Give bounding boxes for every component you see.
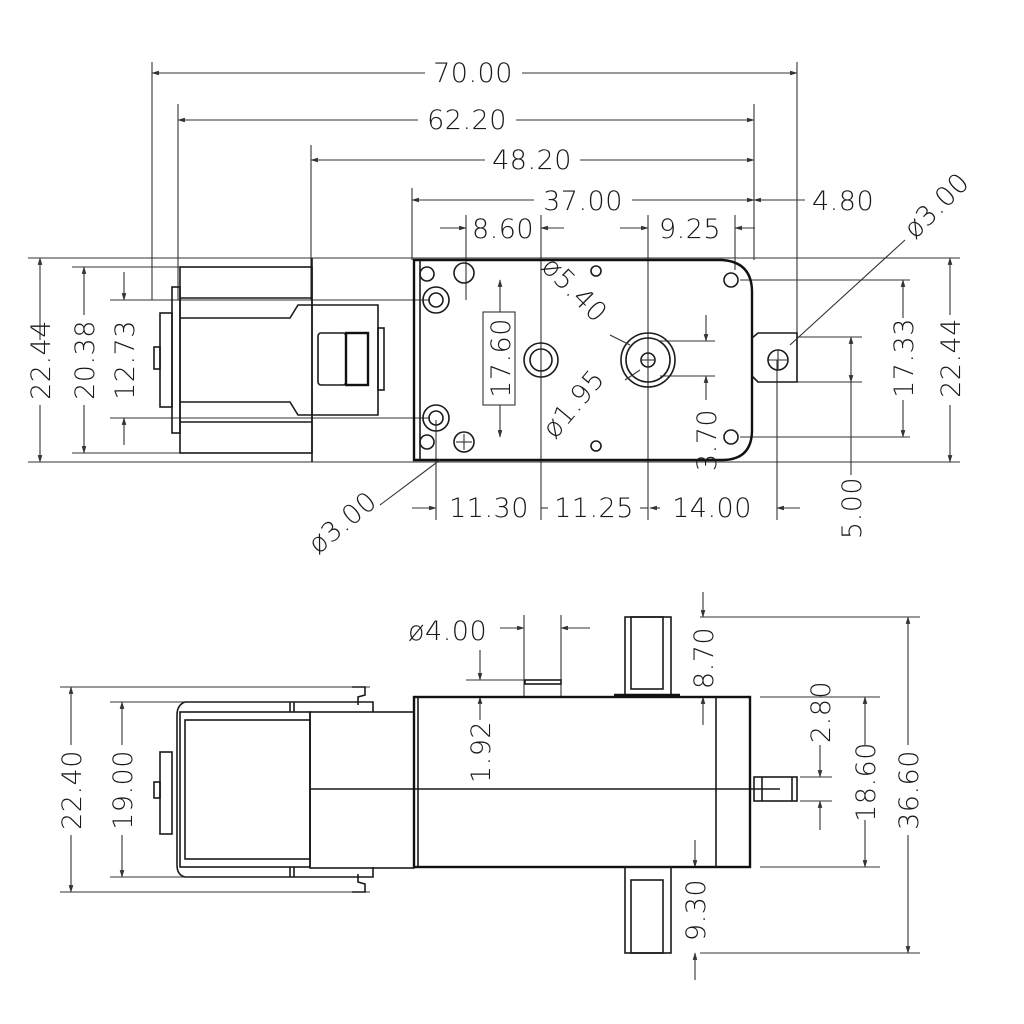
dim-pin-height: 1.92 <box>466 721 497 783</box>
dim-length-to-gearbox-end: 62.20 <box>427 105 507 136</box>
dim-side-overall-height: 22.40 <box>57 750 88 830</box>
dim-gearbox-length: 37.00 <box>543 186 623 217</box>
dim-motor-height: 20.38 <box>70 320 101 400</box>
dim-tab-height: 5.00 <box>837 477 868 539</box>
gearbox-body-top <box>412 258 798 462</box>
mounting-holes <box>419 262 789 453</box>
top-view: 70.00 62.20 48.20 37.00 4.80 8.60 9.25 1… <box>26 58 976 560</box>
vertical-dimension-lines <box>37 257 953 475</box>
dim-mount-hole-spacing: 17.60 <box>486 318 517 398</box>
dim-hole-spacing-left: 8.60 <box>472 214 534 245</box>
dim-length-from-motor-step: 48.20 <box>492 145 572 176</box>
callout-tab-hole-diameter: ø3.00 <box>898 167 976 245</box>
boxed-dim-frame <box>482 311 516 406</box>
dim-gearbox-width: 18.60 <box>851 742 882 822</box>
dim-lower-shaft-length: 9.30 <box>681 879 712 941</box>
dim-upper-shaft-length: 8.70 <box>689 627 720 689</box>
leader-lines-top <box>379 239 906 506</box>
dim-pin-diameter: ø4.00 <box>408 616 487 647</box>
horizontal-dimension-lines <box>151 70 805 511</box>
dim-side-motor-height: 19.00 <box>108 750 139 830</box>
callout-boss-diameter: ø5.40 <box>535 251 613 329</box>
dim-side-shaft-height: 2.80 <box>806 681 837 743</box>
side-view: 22.40 19.00 ø4.00 1.92 8.70 9.30 2.80 18… <box>57 592 925 980</box>
gearbox-body-side <box>412 616 798 954</box>
dim-hole-to-center-hole: 11.30 <box>449 493 529 524</box>
dim-left-overall-height: 22.44 <box>26 320 57 400</box>
dim-corner-hole-offset: 9.25 <box>659 214 721 245</box>
dim-shaft-to-tab-hole: 14.00 <box>672 493 752 524</box>
dim-corner-hole-spacing: 17.33 <box>889 318 920 398</box>
dim-center-hole-to-shaft: 11.25 <box>554 493 634 524</box>
dim-overall-length: 70.00 <box>433 58 513 89</box>
motor-body-side <box>153 686 780 893</box>
callout-mount-hole-diameter: ø3.00 <box>303 486 384 561</box>
dim-overall-shaft-span: 36.60 <box>894 750 925 830</box>
dim-right-overall-height: 22.44 <box>936 318 967 398</box>
side-dimension-lines <box>68 592 911 980</box>
motor-body-top <box>153 258 385 462</box>
dim-tab-offset: 4.80 <box>812 186 874 217</box>
dim-inner-height: 12.73 <box>110 320 141 400</box>
dim-shaft-boss: 3.70 <box>692 409 723 471</box>
